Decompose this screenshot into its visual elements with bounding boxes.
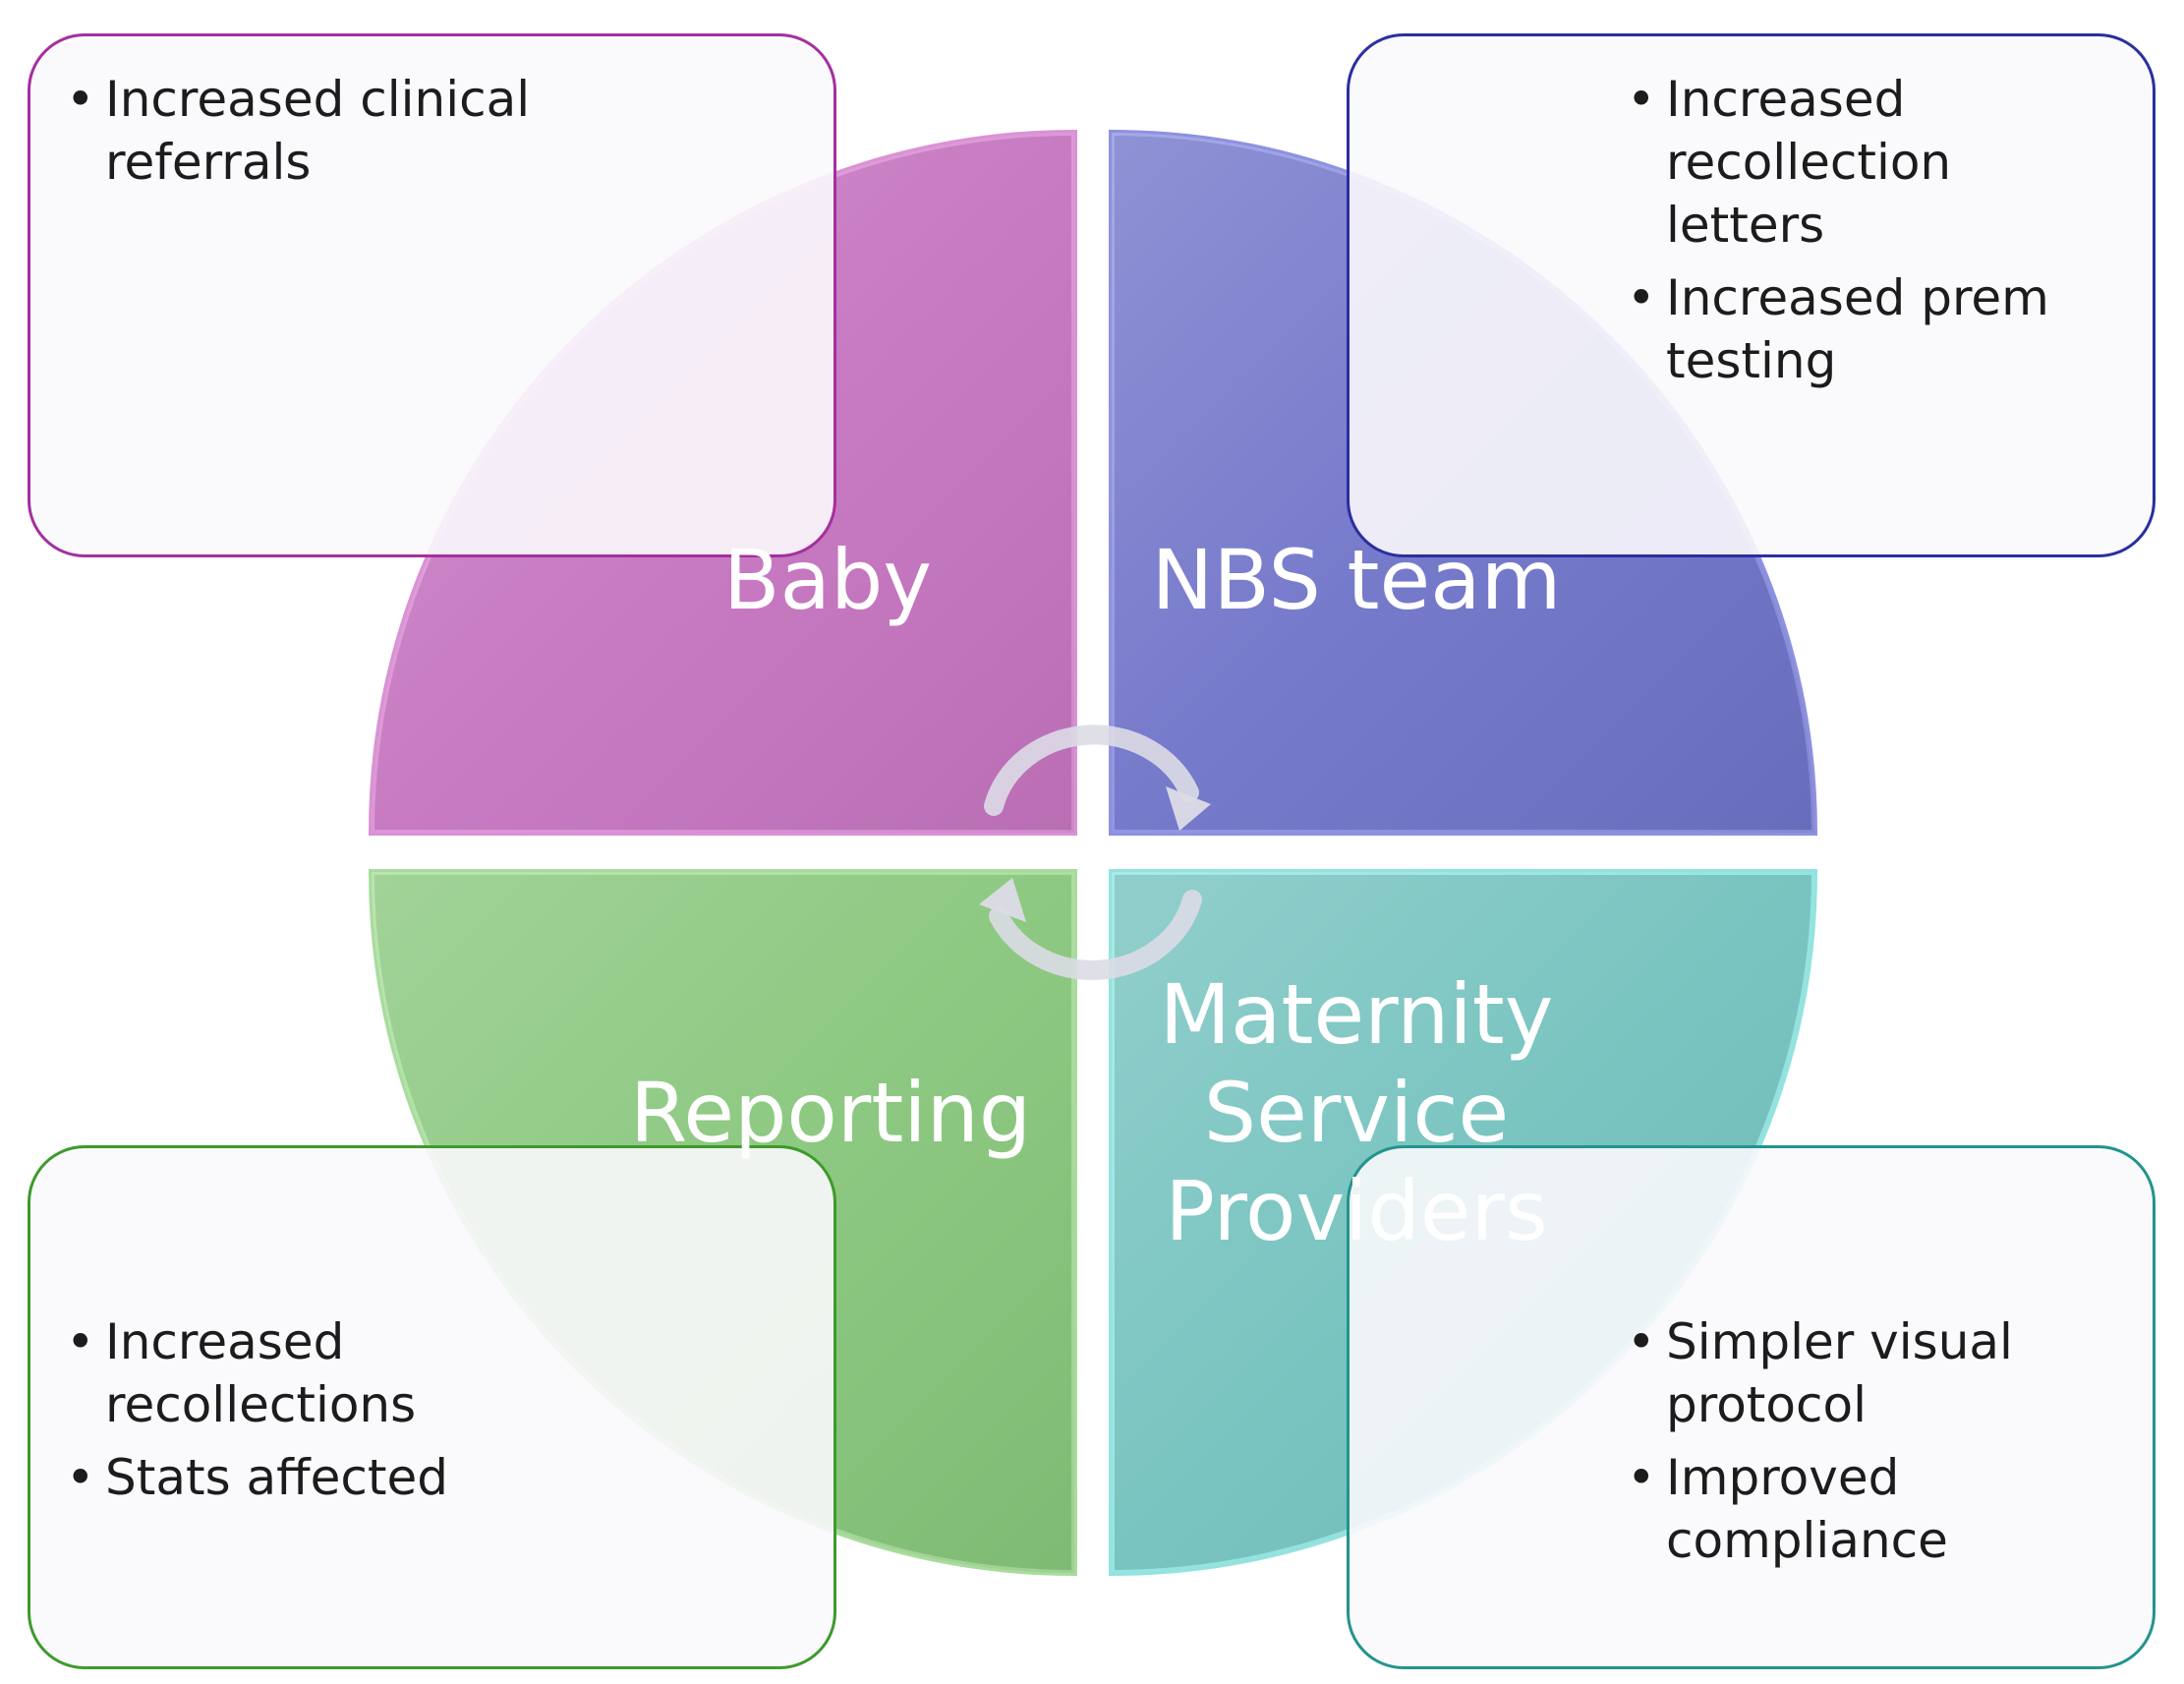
callout-maternity: Simpler visual protocolImproved complian… (1347, 1145, 2155, 1669)
callout-nbs-team: Increased recollection lettersIncreased … (1347, 33, 2155, 557)
quadrant-label-reporting: Reporting (619, 1064, 1042, 1162)
circular-arrows-icon (979, 725, 1211, 980)
quadrant-label-line: Reporting (629, 1065, 1032, 1161)
callout-baby: Increased clinical referrals (28, 33, 836, 557)
bullet-list-reporting: Increased recollectionsStats affected (66, 1310, 616, 1519)
bullet-item: Improved compliance (1627, 1446, 2089, 1572)
bullet-item: Increased prem testing (1627, 266, 2089, 392)
quadrant-label-line: Service (1203, 1065, 1510, 1161)
quadrant-label-line: NBS team (1151, 532, 1562, 628)
quadrant-label-line: Providers (1165, 1163, 1548, 1259)
bullet-item: Increased clinical referrals (66, 68, 616, 194)
quadrant-label-line: Maternity (1159, 966, 1554, 1063)
bullet-list-baby: Increased clinical referrals (66, 68, 616, 203)
bullet-item: Stats affected (66, 1446, 616, 1509)
bullet-item: Increased recollections (66, 1310, 616, 1436)
quadrant-label-nbs-team: NBS team (1121, 531, 1592, 629)
bullet-item: Increased recollection letters (1627, 68, 2089, 257)
bullet-list-nbs-team: Increased recollection lettersIncreased … (1627, 68, 2089, 402)
quadrant-label-line: Baby (722, 532, 933, 628)
quadrant-label-baby: Baby (680, 531, 975, 629)
bullet-list-maternity: Simpler visual protocolImproved complian… (1627, 1310, 2089, 1582)
bullet-item: Simpler visual protocol (1627, 1310, 2089, 1436)
callout-reporting: Increased recollectionsStats affected (28, 1145, 836, 1669)
